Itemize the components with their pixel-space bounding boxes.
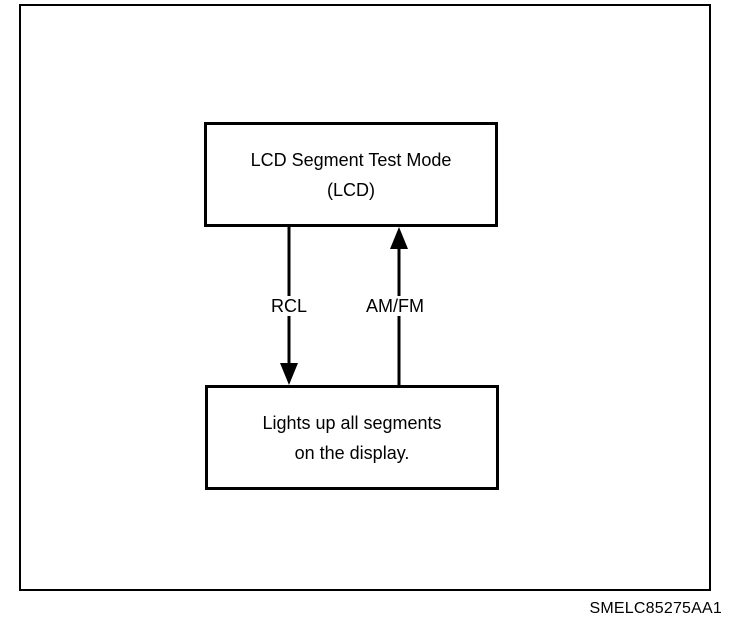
figure-id: SMELC85275AA1 bbox=[589, 600, 722, 617]
arrow-up-head bbox=[390, 227, 408, 249]
rcl-label: RCL bbox=[268, 296, 311, 316]
amfm-label: AM/FM bbox=[363, 296, 427, 316]
lcd-test-mode-box: LCD Segment Test Mode (LCD) bbox=[204, 122, 498, 227]
segments-result-box: Lights up all segments on the display. bbox=[205, 385, 499, 490]
arrow-down-head bbox=[280, 363, 298, 385]
segments-result-line1: Lights up all segments bbox=[262, 412, 442, 433]
lcd-test-mode-subtitle: (LCD) bbox=[327, 179, 375, 200]
diagram-frame bbox=[19, 4, 711, 591]
segments-result-line2: on the display. bbox=[294, 442, 410, 463]
lcd-test-mode-title: LCD Segment Test Mode bbox=[250, 149, 452, 170]
